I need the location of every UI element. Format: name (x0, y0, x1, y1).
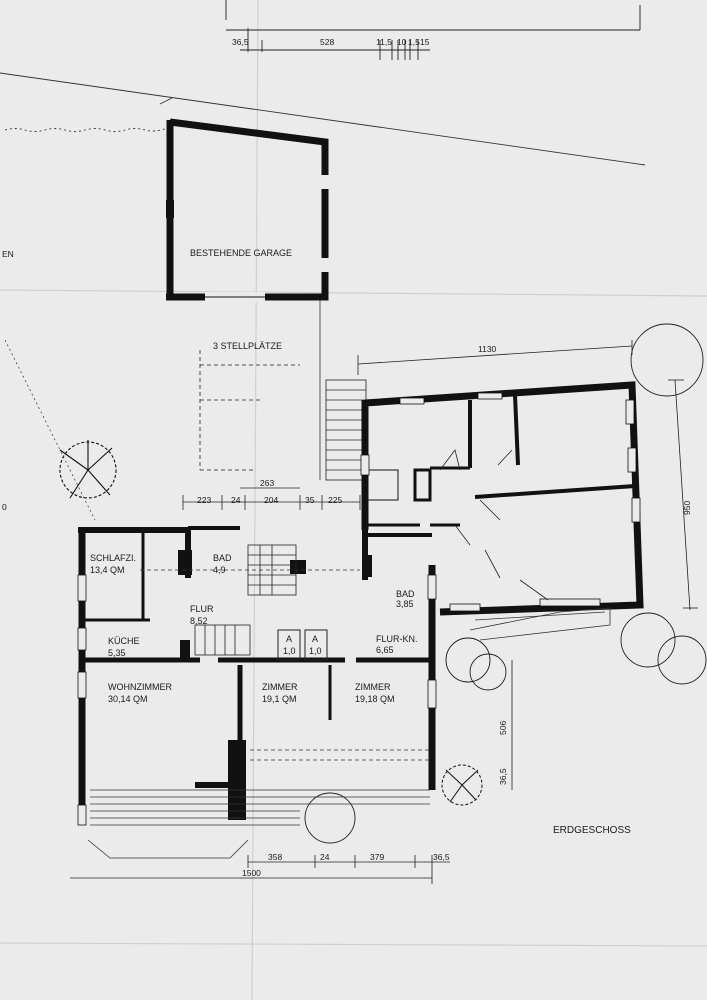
existing-garage (166, 118, 331, 302)
edge-label-lower-left: 0 (2, 502, 7, 512)
storage-a1-area: 1,0 (283, 646, 296, 656)
dim-annex-width: 1130 (478, 344, 497, 354)
outdoor-stair (325, 379, 367, 481)
storage-a2-area: 1,0 (309, 646, 322, 656)
small-hall-name: FLUR-KN. (376, 634, 418, 644)
bath-name: BAD (213, 553, 232, 563)
dim-bottom-total: 1500 (242, 868, 261, 878)
hall-name: FLUR (190, 604, 214, 614)
dim-top-4: 10 (397, 37, 407, 47)
parking-label: 3 STELLPLÄTZE (213, 341, 282, 351)
bath-area: 4,9 (213, 565, 226, 575)
kitchen-name: KÜCHE (108, 636, 140, 646)
dim-bottom-2: 24 (320, 852, 330, 862)
kitchen-area: 5,35 (108, 648, 126, 658)
annex-building (361, 381, 644, 616)
dim-right-506: 506 (498, 721, 508, 735)
dim-top-1: 36,5 (232, 37, 249, 47)
dim-top-3: 11,5 (376, 37, 392, 47)
annex-dimensions (357, 340, 698, 611)
room1-name: ZIMMER (262, 682, 298, 692)
shrub-left (59, 440, 117, 499)
hall-area: 8,52 (190, 616, 208, 626)
dim-top-2: 528 (320, 37, 334, 47)
garage-label: BESTEHENDE GARAGE (190, 248, 292, 258)
dim-bottom-3: 379 (370, 852, 384, 862)
annex-windows (360, 392, 641, 612)
dim-top-6: 15 (420, 37, 430, 47)
bath2-name: BAD (396, 589, 415, 599)
terrace (87, 607, 611, 859)
ceiling-beams (140, 569, 430, 761)
interior-stair (194, 544, 297, 656)
main-dimensions (70, 487, 513, 884)
dim-mid-1: 223 (197, 495, 211, 505)
edge-label-left: EN (2, 249, 14, 259)
dim-mid-4: 35 (305, 495, 315, 505)
annex-doors (439, 449, 549, 601)
storage-a1: A (286, 634, 292, 644)
trees (304, 323, 707, 844)
small-hall-area: 6,65 (376, 645, 394, 655)
room2-name: ZIMMER (355, 682, 391, 692)
dim-mid-5: 225 (328, 495, 342, 505)
main-house-windows (77, 574, 437, 826)
dim-top-5: 1,5 (408, 37, 420, 47)
top-dimension-line (225, 0, 641, 60)
dim-mid-3: 204 (264, 495, 278, 505)
dim-bottom-1: 358 (268, 852, 282, 862)
dim-bottom-4: 36,5 (433, 852, 450, 862)
bath2-area: 3,85 (396, 599, 414, 609)
shrub-right (441, 764, 483, 806)
room2-area: 19,18 QM (355, 694, 395, 704)
storage-a2: A (312, 634, 318, 644)
bedroom-area: 13,4 QM (90, 565, 125, 575)
living-room-area: 30,14 QM (108, 694, 148, 704)
dim-mid-total: 263 (260, 478, 274, 488)
bedroom-name: SCHLAFZI. (90, 553, 136, 563)
drawing-title: ERDGESCHOSS (553, 825, 631, 836)
room1-area: 19,1 QM (262, 694, 297, 704)
living-room-name: WOHNZIMMER (108, 682, 172, 692)
dim-annex-depth: 950 (682, 501, 692, 515)
dim-mid-2: 24 (231, 495, 241, 505)
dim-right-365: 36,5 (498, 768, 508, 785)
property-line (0, 72, 646, 166)
storage-boxes (277, 629, 328, 661)
parking-area (199, 350, 300, 471)
slope-line (4, 339, 96, 521)
